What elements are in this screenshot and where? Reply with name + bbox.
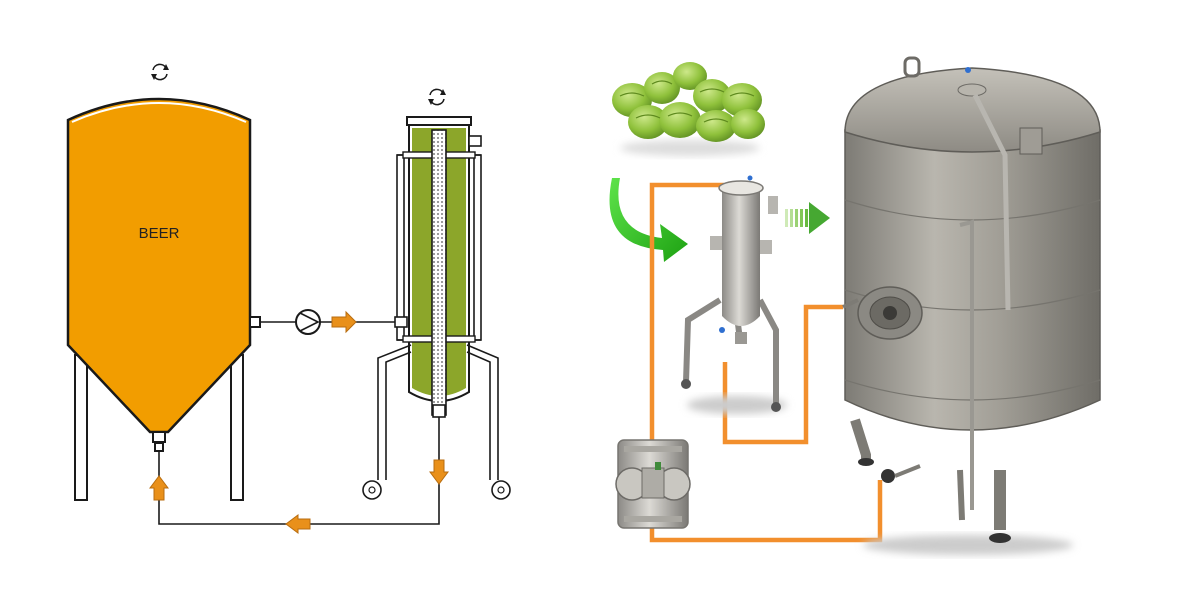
membrane-pump [615,439,691,529]
storage-tank [842,56,1101,555]
tank-outlet [154,442,164,452]
left-schematic: BEER [66,63,511,534]
hop-cones [612,62,765,156]
tank-outlet [152,431,166,443]
return-pipe [158,417,440,525]
tank-side-outlet [249,316,261,328]
beer-tank-inner-outline [71,102,247,123]
curved-arrow-icon [609,178,688,262]
tank-leg [230,354,244,501]
hop-filter-column [362,116,511,500]
beer-tank [66,97,252,434]
flow-arrow-icon [331,310,357,334]
flow-arrow-icon [285,514,311,534]
tank-label: BEER [139,225,180,242]
flow-arrow-icon [149,475,169,501]
hop-filter-vessel [681,175,787,414]
right-illustration [609,56,1101,555]
refresh-icon [151,63,169,81]
flow-arrow-icon [429,459,449,485]
pump-icon [295,309,321,335]
tank-leg [74,354,88,501]
refresh-icon [428,88,446,106]
striped-arrow-icon [785,202,830,234]
